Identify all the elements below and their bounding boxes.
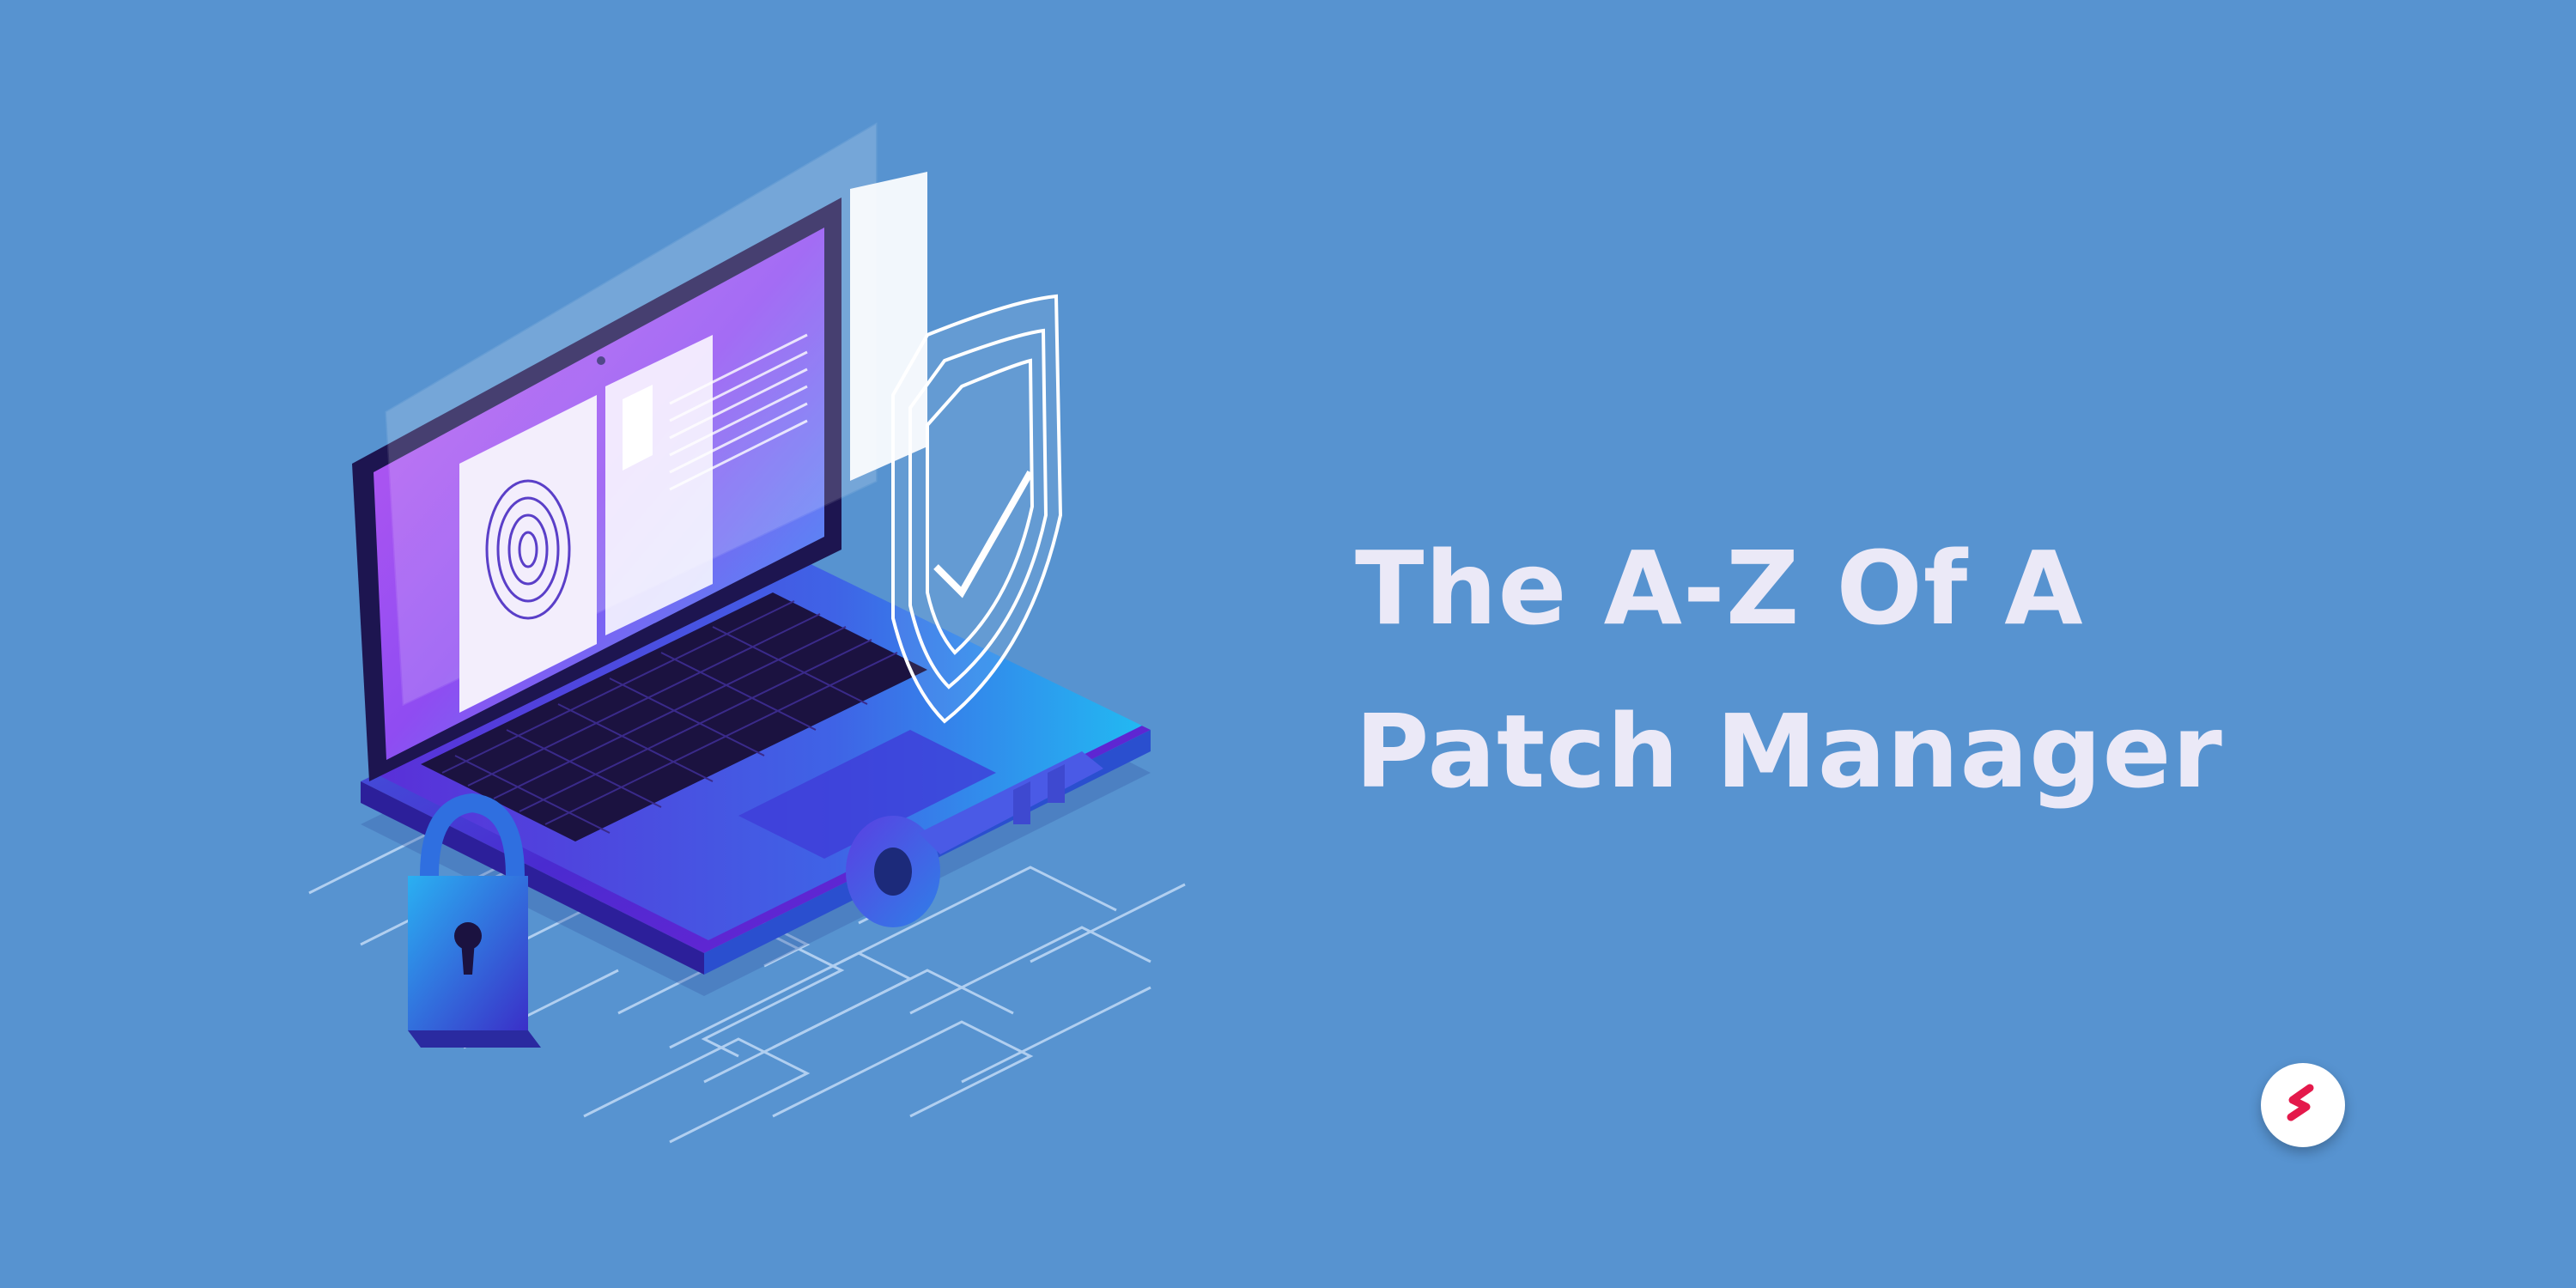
- laptop-security-illustration: [308, 122, 1186, 1144]
- headline-line-1: The A-Z Of A: [1355, 529, 2084, 647]
- keyboard: [421, 592, 927, 841]
- brand-logo-icon[interactable]: [2261, 1063, 2345, 1147]
- fingerprint-icon: [459, 395, 597, 713]
- key-icon: [846, 751, 1103, 927]
- headline-line-2: Patch Manager: [1355, 692, 2223, 811]
- logo-s-glyph: [2287, 1084, 2314, 1121]
- padlock-icon: [408, 793, 541, 1048]
- shield-check-icon: [891, 294, 1063, 724]
- headline: The A-Z Of A Patch Manager: [1355, 507, 2428, 833]
- trackpad: [738, 730, 996, 859]
